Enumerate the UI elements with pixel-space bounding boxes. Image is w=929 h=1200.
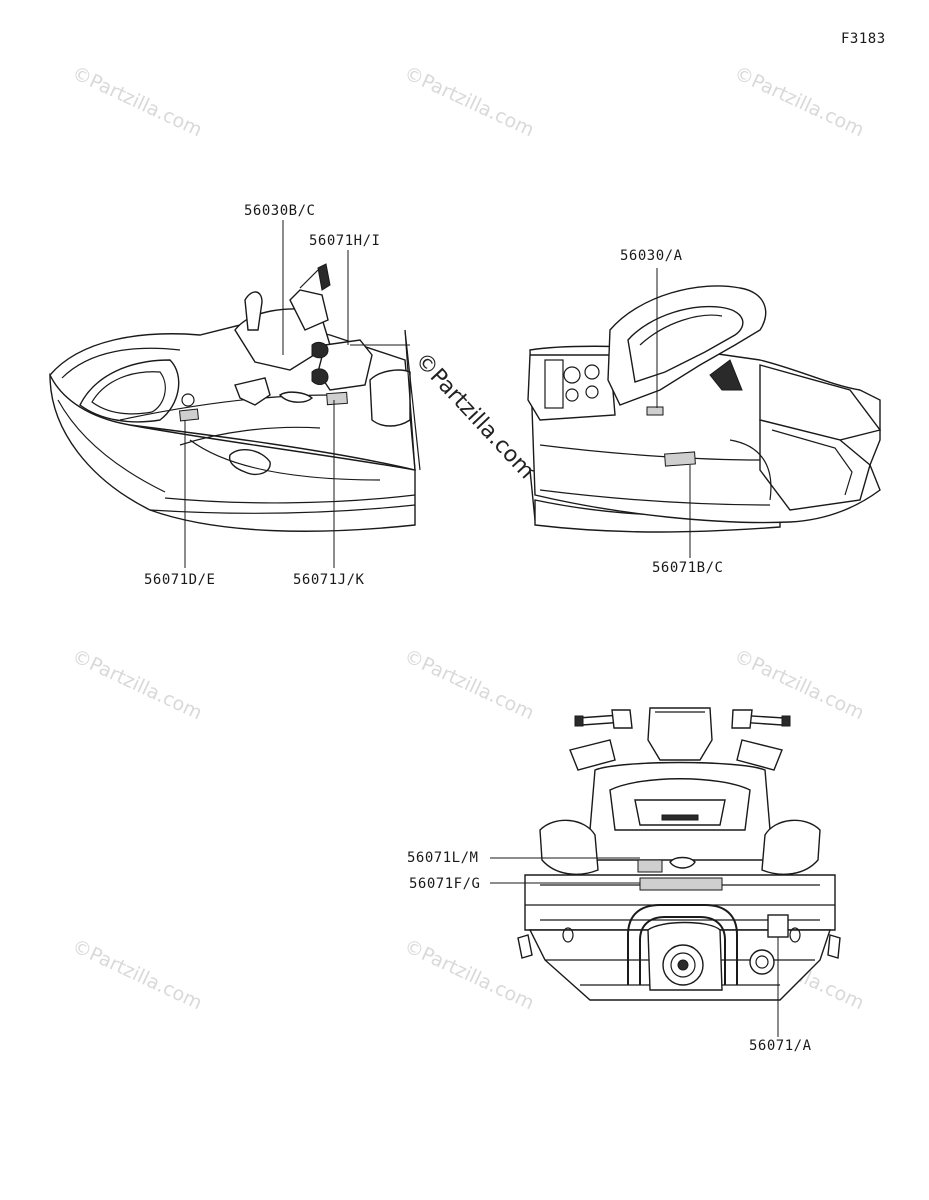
callout-56030-a[interactable]: 56030/A [620, 248, 683, 264]
figure-code: F3183 [841, 31, 886, 47]
callout-56071l-m[interactable]: 56071L/M [407, 850, 479, 866]
callout-56071h-i[interactable]: 56071H/I [309, 233, 381, 249]
callout-56071j-k[interactable]: 56071J/K [293, 572, 365, 588]
watercraft-rear-side-view [527, 285, 882, 533]
callout-56071f-g[interactable]: 56071F/G [409, 876, 481, 892]
watercraft-rear-view [517, 707, 841, 1001]
watercraft-front-view [49, 263, 416, 532]
callout-56071b-c[interactable]: 56071B/C [652, 560, 724, 576]
callout-56071-a[interactable]: 56071/A [749, 1038, 812, 1054]
callout-56071d-e[interactable]: 56071D/E [144, 572, 216, 588]
callout-56030b-c[interactable]: 56030B/C [244, 203, 316, 219]
